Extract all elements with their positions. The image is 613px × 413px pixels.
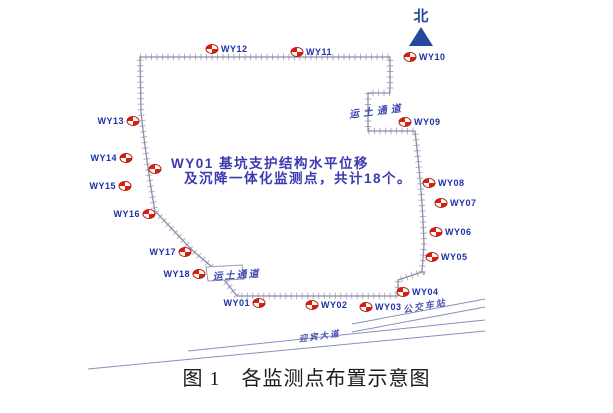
- point-label-wy18: WY18: [163, 269, 190, 279]
- survey-marker-icon-wy15: [118, 181, 132, 191]
- figure-caption: 图 1 各监测点布置示意图: [182, 368, 431, 390]
- survey-marker-icon-wy16: [142, 209, 156, 219]
- point-label-wy03: WY03: [375, 302, 402, 312]
- north-arrow: 北: [406, 9, 436, 46]
- survey-marker-icon-wy02: [305, 300, 319, 310]
- point-label-wy08: WY08: [438, 178, 465, 188]
- survey-marker-icon-wy13: [126, 116, 140, 126]
- point-label-wy17: WY17: [149, 247, 176, 257]
- point-label-wy07: WY07: [450, 198, 477, 208]
- survey-marker-icon-wy07: [434, 198, 448, 208]
- survey-marker-icon-wy06: [429, 227, 443, 237]
- survey-marker-icon-wy03: [359, 302, 373, 312]
- north-arrow-icon: [409, 27, 433, 46]
- point-label-wy13: WY13: [97, 116, 124, 126]
- road-line-2: [351, 306, 486, 333]
- soil-passage-box: [205, 264, 245, 282]
- legend-line-2: 及沉降一体化监测点，共计18个。: [184, 171, 413, 186]
- point-label-wy11: WY11: [306, 47, 333, 57]
- point-label-wy12: WY12: [221, 44, 248, 54]
- legend-text: WY01 基坑支护结构水平位移 及沉降一体化监测点，共计18个。: [171, 156, 412, 186]
- survey-marker-icon-wy04: [396, 287, 410, 297]
- survey-marker-icon-wy12: [205, 44, 219, 54]
- north-label: 北: [413, 9, 429, 25]
- point-label-wy16: WY16: [113, 209, 140, 219]
- survey-marker-icon-wy05: [425, 252, 439, 262]
- survey-marker-icon-wy11: [290, 47, 304, 57]
- point-label-wy10: WY10: [419, 52, 446, 62]
- point-label-wy02: WY02: [321, 300, 348, 310]
- survey-marker-icon-wy17: [178, 247, 192, 257]
- road-line-4: [87, 330, 486, 370]
- survey-marker-icon-wy08: [422, 178, 436, 188]
- survey-marker-icon-wy09: [398, 117, 412, 127]
- legend-marker-icon: [148, 164, 162, 174]
- legend-line-1: WY01 基坑支护结构水平位移: [171, 156, 370, 171]
- survey-marker-icon-wy10: [403, 52, 417, 62]
- survey-marker-icon-wy01: [252, 298, 266, 308]
- survey-marker-icon-wy18: [192, 269, 206, 279]
- survey-marker-icon-wy14: [119, 153, 133, 163]
- point-label-wy14: WY14: [90, 153, 117, 163]
- pit-wall-outline: [139, 56, 425, 297]
- point-label-wy01: WY01: [223, 298, 250, 308]
- point-label-wy15: WY15: [89, 181, 116, 191]
- road-line-3: [187, 319, 486, 352]
- point-label-wy06: WY06: [445, 227, 472, 237]
- point-label-wy05: WY05: [441, 252, 468, 262]
- road-line-1: [351, 298, 486, 325]
- point-label-wy04: WY04: [412, 287, 439, 297]
- point-label-wy09: WY09: [414, 117, 441, 127]
